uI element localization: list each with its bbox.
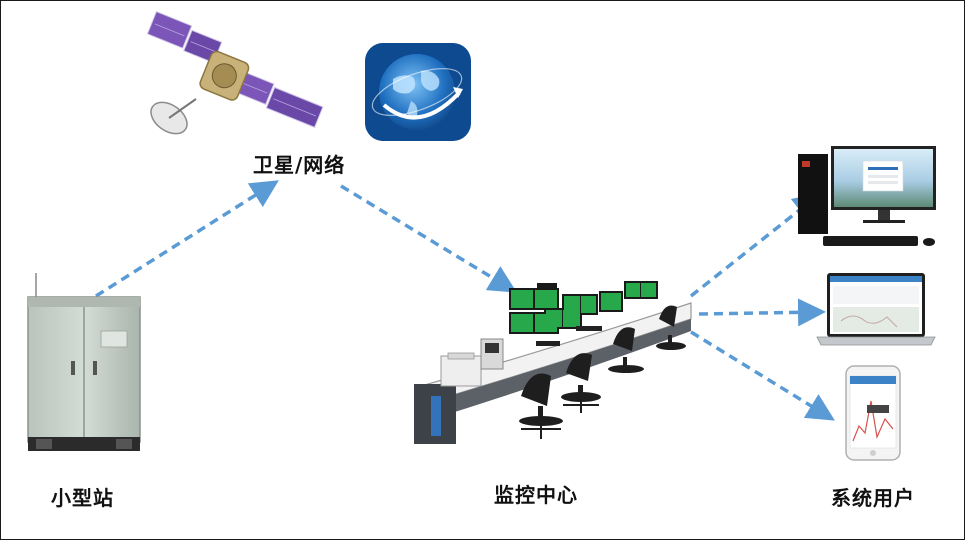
label-system-users: 系统用户 bbox=[831, 486, 915, 510]
arrow-center-to-desktop bbox=[689, 192, 822, 298]
desktop-computer-icon bbox=[798, 146, 936, 246]
arrow-center-to-phone bbox=[690, 330, 835, 421]
label-monitoring-center: 监控中心 bbox=[494, 483, 578, 507]
label-small-station: 小型站 bbox=[51, 486, 114, 510]
globe-network-icon bbox=[365, 43, 471, 141]
monitoring-console-icon bbox=[414, 281, 692, 444]
label-satellite-network: 卫星/网络 bbox=[253, 153, 346, 177]
arrow-station-to-satellite bbox=[95, 180, 279, 298]
arrow-center-to-laptop bbox=[698, 298, 826, 327]
station-cabinet-icon bbox=[27, 273, 141, 451]
satellite-icon bbox=[146, 10, 324, 135]
connection-arrows bbox=[95, 180, 835, 421]
arrow-satellite-to-center bbox=[340, 184, 517, 293]
laptop-icon bbox=[816, 273, 936, 346]
phone-icon bbox=[845, 365, 901, 461]
